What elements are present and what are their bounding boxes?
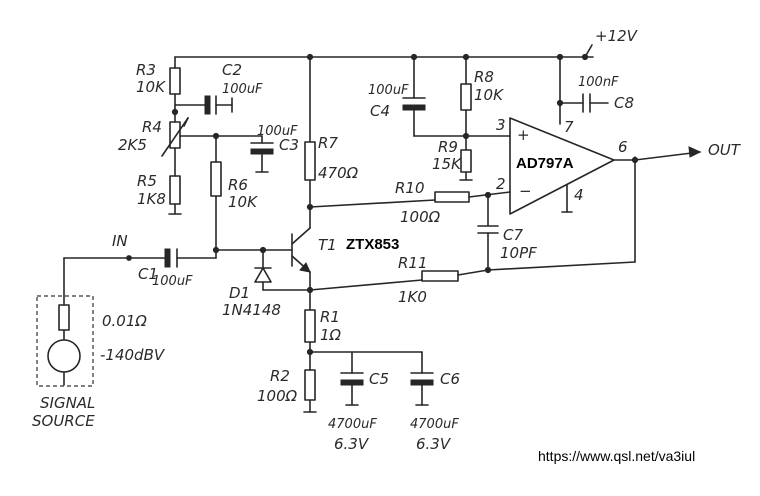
capacitor-c4 [402,56,511,140]
r5-ref: R5 [137,172,157,190]
credit-url: https://www.qsl.net/va3iul [538,448,695,464]
d1-ref: D1 [229,284,250,302]
opamp-minus-label: − [519,182,532,200]
output-label: OUT [708,141,742,159]
capacitor-c6 [410,351,434,406]
capacitor-c7 [477,194,499,274]
resistor-r7 [304,56,316,229]
opamp-pin4: 4 [574,186,584,204]
resistor-r6 [210,132,222,251]
c5-value: 4700uF [328,417,377,432]
r1-ref: R1 [320,308,340,326]
opamp-pin2: 2 [496,175,506,193]
resistor-r8 [460,56,472,137]
resistor-r5 [168,175,182,215]
resistor-r2 [303,369,317,413]
r3-value: 10K [136,78,166,96]
c8-ref: C8 [614,94,634,112]
r8-value: 10K [474,86,504,104]
c7-ref: C7 [503,226,523,244]
c7-value: 10PF [500,244,537,262]
opamp-ad797a [509,117,702,215]
opamp-pin6: 6 [618,138,628,156]
r9-ref: R9 [438,138,458,156]
capacitor-c3 [250,135,274,173]
c2-ref: C2 [222,61,242,79]
r5-value: 1K8 [137,190,166,208]
c1-value: 100uF [152,274,193,289]
d1-value: 1N4148 [222,301,281,319]
r4-value: 2K5 [118,136,147,154]
c5-voltage: 6.3V [334,435,370,453]
c4-ref: C4 [370,102,390,120]
resistor-r3 [169,56,181,116]
resistor-r11 [306,156,636,294]
c8-value: 100nF [578,75,619,90]
r3-ref: R3 [136,61,156,79]
source-level: -140dBV [100,346,166,364]
diode-d1 [254,249,311,291]
r10-ref: R10 [395,179,425,197]
r6-ref: R6 [228,176,248,194]
input-label: IN [112,232,128,250]
c2-value: 100uF [222,82,263,97]
opamp-pin7: 7 [564,118,574,136]
supply-rail [174,44,594,61]
r4-ref: R4 [142,118,162,136]
resistor-r10 [309,191,511,208]
resistor-r1 [304,289,316,371]
source-resistance: 0.01Ω [102,312,147,330]
r2-ref: R2 [270,367,290,385]
input-network [63,246,293,306]
c6-ref: C6 [440,370,460,388]
r9-value: 15K [432,155,462,173]
opamp-plus-label: + [517,126,530,144]
capacitor-c8 [556,56,609,125]
r8-ref: R8 [474,68,494,86]
capacitor-c2 [174,95,233,115]
c3-value: 100uF [257,124,298,139]
r7-value: 470Ω [318,164,359,182]
c1-ref: C1 [138,265,158,283]
r7-ref: R7 [318,134,338,152]
opamp-pin3: 3 [496,116,506,134]
c3-ref: C3 [279,136,299,154]
r10-value: 100Ω [400,208,441,226]
r6-value: 10K [228,193,258,211]
t1-value: ZTX853 [346,236,399,253]
signal-source [36,295,94,387]
c4-value: 100uF [368,83,409,98]
opamp-name: AD797A [516,155,574,172]
r1-value: 1Ω [320,326,342,344]
c6-voltage: 6.3V [416,435,452,453]
potentiometer-r4 [161,111,263,177]
r2-value: 100Ω [257,387,298,405]
source-label-line2: SOURCE [32,412,95,430]
source-label-line1: SIGNAL [40,394,95,412]
r11-ref: R11 [398,254,428,272]
c6-value: 4700uF [410,417,459,432]
supply-label: +12V [595,27,639,45]
capacitor-c5 [309,351,423,406]
transistor-t1 [291,227,311,273]
t1-ref: T1 [318,236,337,254]
resistor-r9 [459,135,473,181]
r11-value: 1K0 [398,288,427,306]
c5-ref: C5 [369,370,389,388]
